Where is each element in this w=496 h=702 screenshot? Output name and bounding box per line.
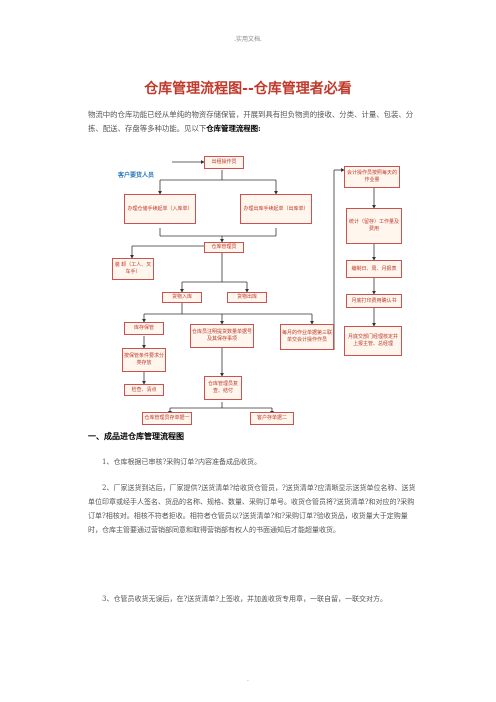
flow-box-wh-manager: 仓库管理员 (204, 242, 244, 253)
flow-box-stub2: 客户存单据二 (250, 412, 294, 425)
flow-box-stub1: 仓库管理员存单据一 (142, 412, 192, 425)
flowchart: 客户要货人员 出租操作员 办理仓储手续起单（入库单） 办理出库手续起单（出库单）… (112, 150, 412, 425)
flow-box-safety: 按保管条件要求分类存放 (122, 348, 166, 372)
flow-box-monthly: 每月的作业单据第三联单交会计操作作员 (280, 324, 334, 350)
flow-box-in-order: 办理仓储手续起单（入库单） (124, 194, 196, 224)
intro-paragraph: 物流中的仓库功能已经从单纯的物资存储保管，开展到具有担负物资的接收、分类、计量、… (88, 108, 418, 136)
flow-box-out-order: 办理出库手续起单（出库单） (240, 194, 312, 224)
paragraph-2: 2、厂家送货到达后，厂家提供?送货清单?给收货仓管员，?送货清单?应清晰显示送货… (88, 484, 416, 534)
intro-text: 物流中的仓库功能已经从单纯的物资存储保管，开展到具有担负物资的接收、分类、计量、… (88, 110, 414, 133)
flow-box-stat: 统计（留存）工作量及费用 (346, 208, 402, 244)
customer-label: 客户要货人员 (118, 172, 155, 179)
flow-box-check: 仓库管理员复查、结付 (204, 376, 242, 400)
page-header: .实用文档. (234, 36, 262, 43)
flow-box-confirm: 月底打印费用确认书 (346, 294, 402, 308)
flow-box-count: 检查、清点 (124, 384, 164, 396)
paragraph-1: 1、仓库根据已审核?采购订单?内容准备成品收货。 (102, 458, 261, 466)
intro-bold: 仓库管理流程图: (206, 124, 261, 133)
flowchart-connectors (130, 160, 376, 415)
flow-box-clerk: 仓库员注明提货数量单据号及其保存事项 (190, 324, 254, 348)
flow-box-loader: 装 卸（工人、叉车手） (112, 258, 154, 280)
page-title: 仓库管理流程图--仓库管理者必看 (144, 81, 352, 97)
paragraph-3: 3、仓管员收货无误后，在?送货清单?上签收，并加盖收货专用章，一联自留，一联交对… (102, 595, 387, 603)
flow-box-acct: 会计操作员按照每天的作业量 (344, 166, 400, 188)
flow-box-goods-out: 货物出库 (227, 292, 267, 303)
page-footer: . (247, 676, 249, 683)
flow-box-start: 出租操作员 (204, 156, 244, 169)
flow-box-storage: 库存保管 (124, 322, 164, 335)
flow-box-daily: 编制日、周、月报表 (346, 260, 402, 278)
flow-box-goods-in: 货物入库 (162, 292, 202, 303)
section-heading: 一、成品进仓库管理流程图 (88, 432, 184, 441)
flow-box-report: 月底交部门经理核定并上报主管、总经理 (344, 326, 402, 356)
